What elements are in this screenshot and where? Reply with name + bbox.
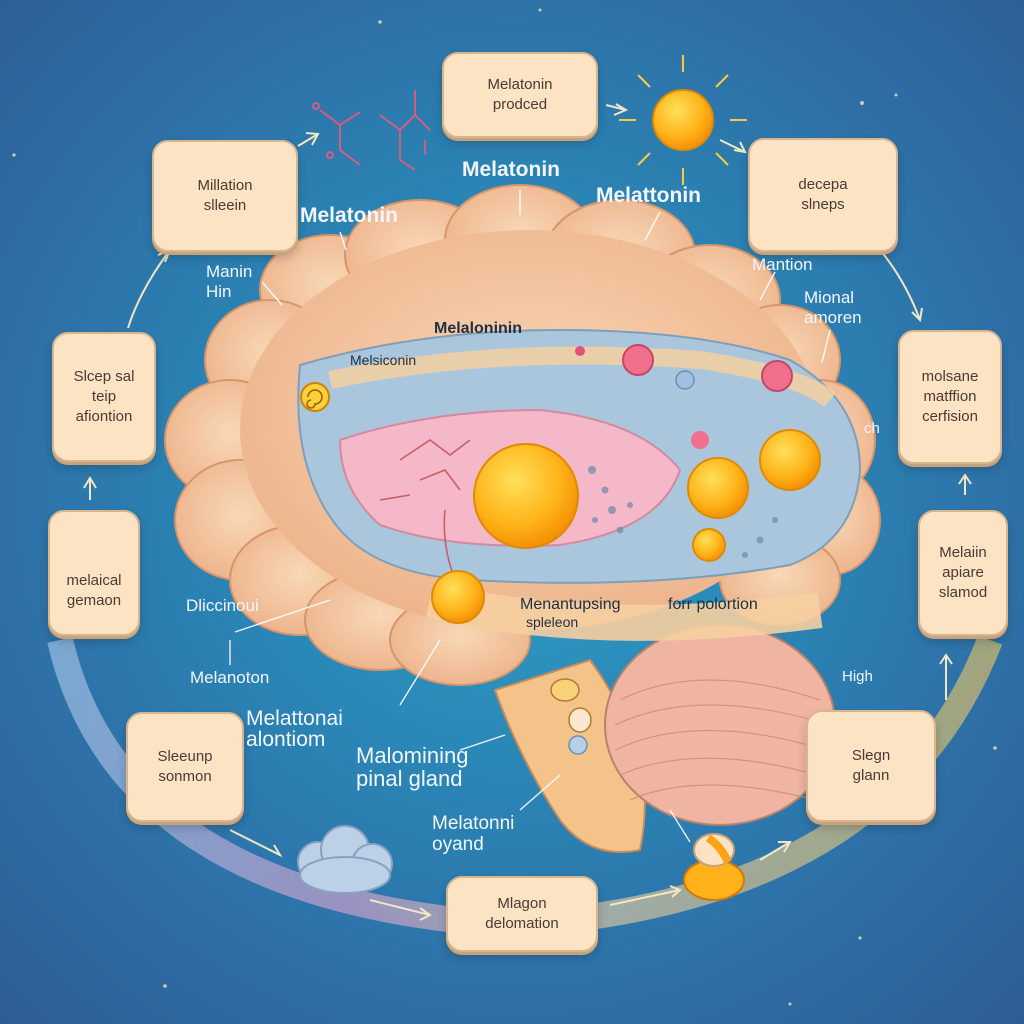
- box-molsane: molsane matffion cerfision: [898, 330, 1002, 464]
- label-menantupsing: Menantupsing: [520, 596, 621, 613]
- melatonin-orbs: [431, 344, 821, 624]
- label-melaloninin: Melaloninin: [434, 320, 522, 337]
- label-ch: ch: [864, 420, 880, 437]
- label-spleleon: spleleon: [526, 614, 579, 630]
- leader-lines: [229, 190, 831, 843]
- label-mantion: Mantion: [752, 255, 813, 274]
- box-melaiin-apiare: Melaiin apiare slamod: [918, 510, 1008, 636]
- label-melanoton: Melanoton: [190, 668, 270, 687]
- label-melatonin-top: Melatonin: [462, 158, 560, 181]
- label-mional-amoren: Mional amoren: [804, 288, 862, 327]
- label-manin-hin: Manin Hin: [206, 262, 253, 301]
- pineal-gland: [550, 678, 592, 755]
- pill-icon: [683, 833, 745, 901]
- label-high: High: [842, 668, 873, 685]
- label-melatonni: Melatonni oyand: [432, 813, 515, 855]
- label-melattonai: Melattonai alontiom: [246, 707, 343, 751]
- box-slegn-glann: Slegn glann: [806, 710, 936, 822]
- label-forr-polortion: forr polortion: [668, 596, 758, 613]
- cerebellum: [604, 624, 836, 826]
- box-melatonin-produced: Melatonin prodced: [442, 52, 598, 138]
- box-mlagon-delomation: Mlagon delomation: [446, 876, 598, 952]
- label-melatonin-left: Melatonin: [300, 204, 398, 227]
- box-sleep-sal: Slcep sal teip afiontion: [52, 332, 156, 462]
- label-melattonin-right: Melattonin: [596, 184, 701, 207]
- box-sleeunp-sonmon: Sleeunp sonmon: [126, 712, 244, 822]
- cell-dots: [588, 466, 778, 558]
- label-melsiconin: Melsiconin: [350, 352, 417, 368]
- spiral-icon: [300, 382, 330, 412]
- background-stars: [12, 8, 997, 1006]
- label-malomining: Malomining pinal gland: [356, 743, 469, 792]
- box-decepa-slneps: decepa slneps: [748, 138, 898, 252]
- cloud-icon: [297, 825, 393, 894]
- box-melaical-gemaon: melaical gemaon: [48, 510, 140, 636]
- molecule-icon: [312, 90, 431, 171]
- sun-icon: [619, 55, 747, 185]
- label-dliccinoui: Dliccinoui: [186, 596, 259, 615]
- box-millation-sleein: Millation slleein: [152, 140, 298, 252]
